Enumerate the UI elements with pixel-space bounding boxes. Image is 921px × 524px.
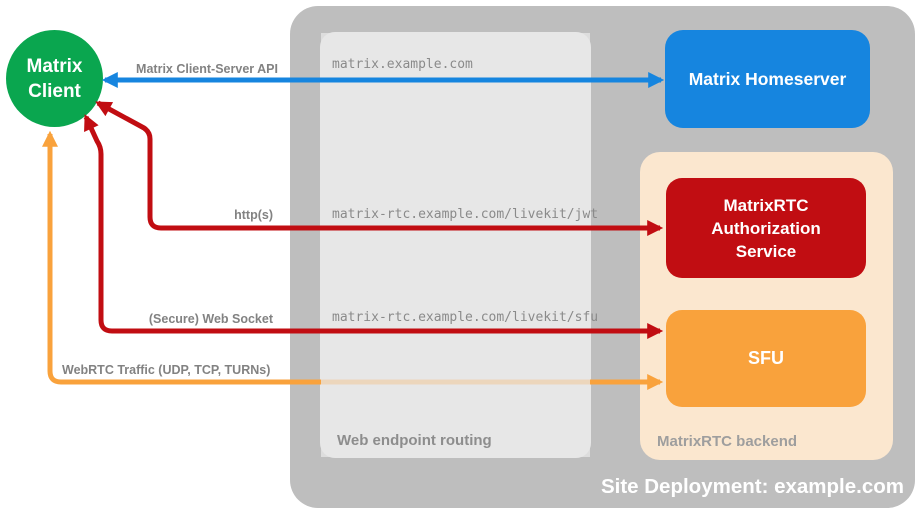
http-arrow-label: http(s) [234,208,273,222]
matrix-homeserver-label: Matrix Homeserver [688,68,847,89]
matrix-client-label-line2: Client [28,80,81,102]
sfu-label: SFU [748,348,784,368]
web-endpoint-routing-caption: Web endpoint routing [337,432,492,449]
matrix-client-node: Matrix Client [6,30,103,127]
endpoint-livekit-jwt: matrix-rtc.example.com/livekit/jwt [332,207,599,222]
matrix-client-label-line1: Matrix [26,55,83,77]
matrixrtc-authorization-service-label: MatrixRTC Authorization Service [711,195,821,261]
webrtc-traffic-arrow-label: WebRTC Traffic (UDP, TCP, TURNs) [62,363,271,377]
endpoint-livekit-sfu: matrix-rtc.example.com/livekit/sfu [332,310,599,325]
matrixrtc-authorization-service-node: MatrixRTC Authorization Service [666,178,866,278]
matrix-homeserver-node: Matrix Homeserver [665,30,870,128]
site-deployment-caption: Site Deployment: example.com [600,475,904,498]
endpoint-matrix-domain: matrix.example.com [332,57,473,72]
client-server-api-arrow-label: Matrix Client-Server API [136,62,278,76]
matrixrtc-backend-caption: MatrixRTC backend [657,433,798,450]
web-endpoint-routing-box [320,32,591,458]
sfu-node: SFU [666,310,866,407]
websocket-arrow-label: (Secure) Web Socket [148,312,273,326]
